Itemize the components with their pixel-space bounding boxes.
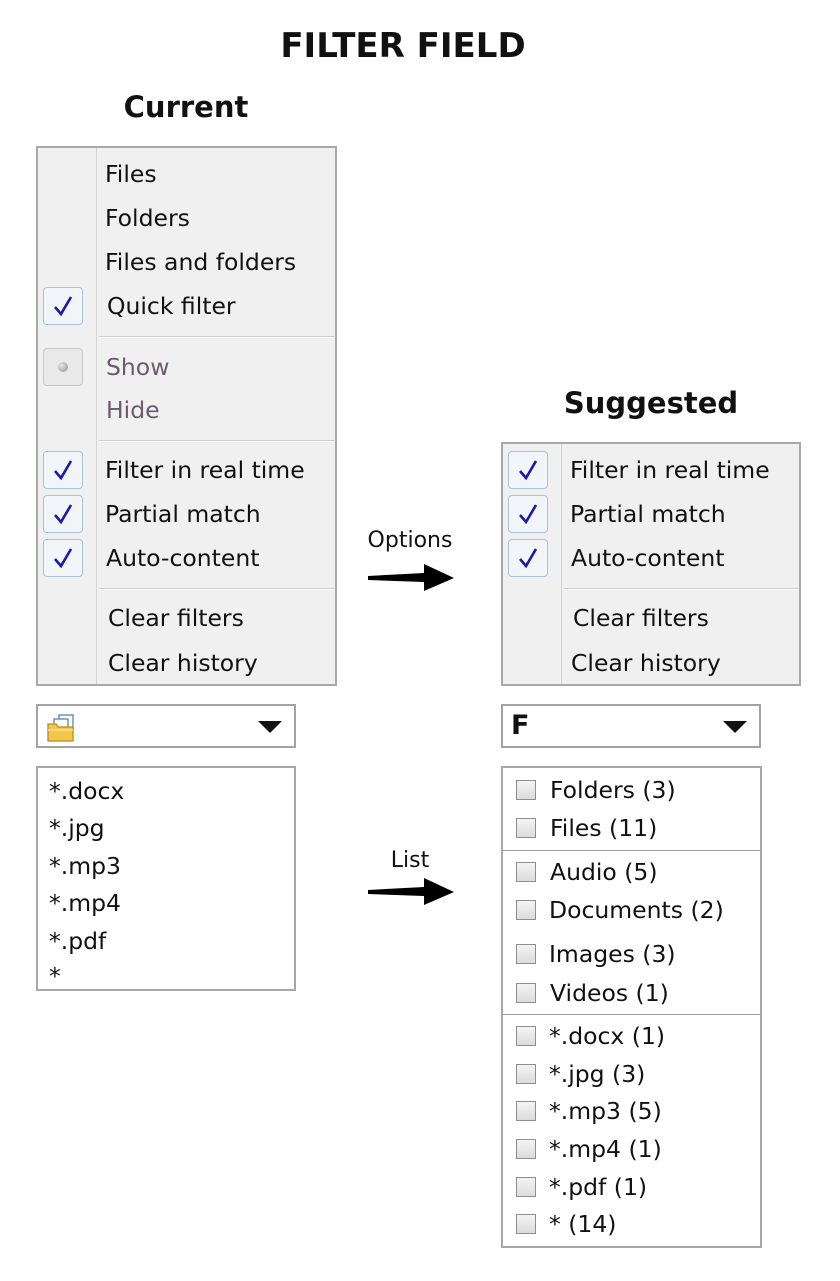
menu-item-folders[interactable]: Folders xyxy=(105,204,190,232)
arrow-right-icon xyxy=(366,562,456,596)
list-item[interactable]: * xyxy=(49,962,61,990)
filter-real-time-check-icon xyxy=(508,451,548,489)
menu-item-files-and-folders[interactable]: Files and folders xyxy=(105,248,297,276)
list-item-label[interactable]: *.mp3 (5) xyxy=(549,1097,662,1125)
menu-separator xyxy=(564,588,799,590)
checkbox[interactable] xyxy=(516,1139,536,1159)
partial-match-check-icon xyxy=(508,495,548,533)
chevron-down-icon[interactable] xyxy=(258,721,282,733)
list-item-label[interactable]: *.mp4 (1) xyxy=(549,1135,662,1163)
options-arrow-label: Options xyxy=(367,528,453,553)
suggested-heading: Suggested xyxy=(563,386,739,420)
menu-item-partial-match[interactable]: Partial match xyxy=(105,500,261,528)
checkbox[interactable] xyxy=(516,983,536,1003)
menu-item-filter-real-time[interactable]: Filter in real time xyxy=(105,456,305,484)
checkbox[interactable] xyxy=(516,1026,536,1046)
current-filter-list: *.docx *.jpg *.mp3 *.mp4 *.pdf * xyxy=(36,766,296,991)
menu-item-quick-filter[interactable]: Quick filter xyxy=(107,292,236,320)
checkbox[interactable] xyxy=(516,1214,536,1234)
menu-item-files[interactable]: Files xyxy=(105,160,157,188)
menu-item-show[interactable]: Show xyxy=(106,353,170,381)
menu-item-clear-history[interactable]: Clear history xyxy=(571,649,721,677)
list-item-label[interactable]: Audio (5) xyxy=(550,858,658,886)
list-item-label[interactable]: * (14) xyxy=(549,1210,617,1238)
checkbox[interactable] xyxy=(516,1101,536,1121)
filter-real-time-check-icon xyxy=(43,451,83,489)
menu-gutter xyxy=(561,444,562,684)
list-item-label[interactable]: Folders (3) xyxy=(550,776,676,804)
auto-content-check-icon xyxy=(508,539,548,577)
list-separator xyxy=(503,1014,760,1015)
auto-content-check-icon xyxy=(43,539,83,577)
checkbox[interactable] xyxy=(516,818,536,838)
list-item-label[interactable]: *.jpg (3) xyxy=(549,1060,646,1088)
list-item[interactable]: *.jpg xyxy=(49,814,105,842)
menu-item-auto-content[interactable]: Auto-content xyxy=(571,544,725,572)
current-options-menu: Files Folders Files and folders Quick fi… xyxy=(36,146,337,686)
current-heading: Current xyxy=(123,90,249,124)
list-item[interactable]: *.mp4 xyxy=(49,889,121,917)
show-radio-icon xyxy=(43,348,83,386)
list-item-label[interactable]: Documents (2) xyxy=(549,896,724,924)
list-item-label[interactable]: Images (3) xyxy=(549,940,676,968)
suggested-filter-combo[interactable]: F xyxy=(501,704,761,748)
filter-input-value[interactable]: F xyxy=(511,710,530,741)
arrow-right-icon xyxy=(366,876,456,910)
menu-item-partial-match[interactable]: Partial match xyxy=(570,500,726,528)
page-title: FILTER FIELD xyxy=(280,26,526,66)
partial-match-check-icon xyxy=(43,495,83,533)
list-item-label[interactable]: Videos (1) xyxy=(550,979,669,1007)
list-item-label[interactable]: *.pdf (1) xyxy=(549,1173,648,1201)
menu-item-hide[interactable]: Hide xyxy=(106,396,160,424)
checkbox[interactable] xyxy=(516,900,536,920)
checkbox[interactable] xyxy=(516,780,536,800)
folder-files-icon xyxy=(46,713,78,747)
list-item-label[interactable]: *.docx (1) xyxy=(549,1022,666,1050)
list-item[interactable]: *.mp3 xyxy=(49,852,121,880)
checkbox[interactable] xyxy=(516,862,536,882)
checkbox[interactable] xyxy=(516,944,536,964)
quick-filter-check-icon xyxy=(43,287,83,325)
checkbox[interactable] xyxy=(516,1177,536,1197)
list-item[interactable]: *.pdf xyxy=(49,927,107,955)
menu-item-filter-real-time[interactable]: Filter in real time xyxy=(570,456,770,484)
menu-item-auto-content[interactable]: Auto-content xyxy=(106,544,260,572)
suggested-filter-list: Folders (3) Files (11) Audio (5) Documen… xyxy=(501,766,762,1248)
menu-item-clear-filters[interactable]: Clear filters xyxy=(573,604,709,632)
menu-item-clear-filters[interactable]: Clear filters xyxy=(108,604,244,632)
list-separator xyxy=(503,850,760,851)
menu-item-clear-history[interactable]: Clear history xyxy=(108,649,258,677)
menu-gutter xyxy=(96,148,97,684)
list-arrow-label: List xyxy=(390,848,430,873)
menu-separator xyxy=(99,440,335,442)
current-filter-combo[interactable] xyxy=(36,704,296,748)
list-item-label[interactable]: Files (11) xyxy=(550,814,658,842)
chevron-down-icon[interactable] xyxy=(723,721,747,733)
menu-separator xyxy=(99,588,335,590)
suggested-options-menu: Filter in real time Partial match Auto-c… xyxy=(501,442,801,686)
menu-separator xyxy=(99,336,335,338)
list-item[interactable]: *.docx xyxy=(49,777,125,805)
checkbox[interactable] xyxy=(516,1064,536,1084)
